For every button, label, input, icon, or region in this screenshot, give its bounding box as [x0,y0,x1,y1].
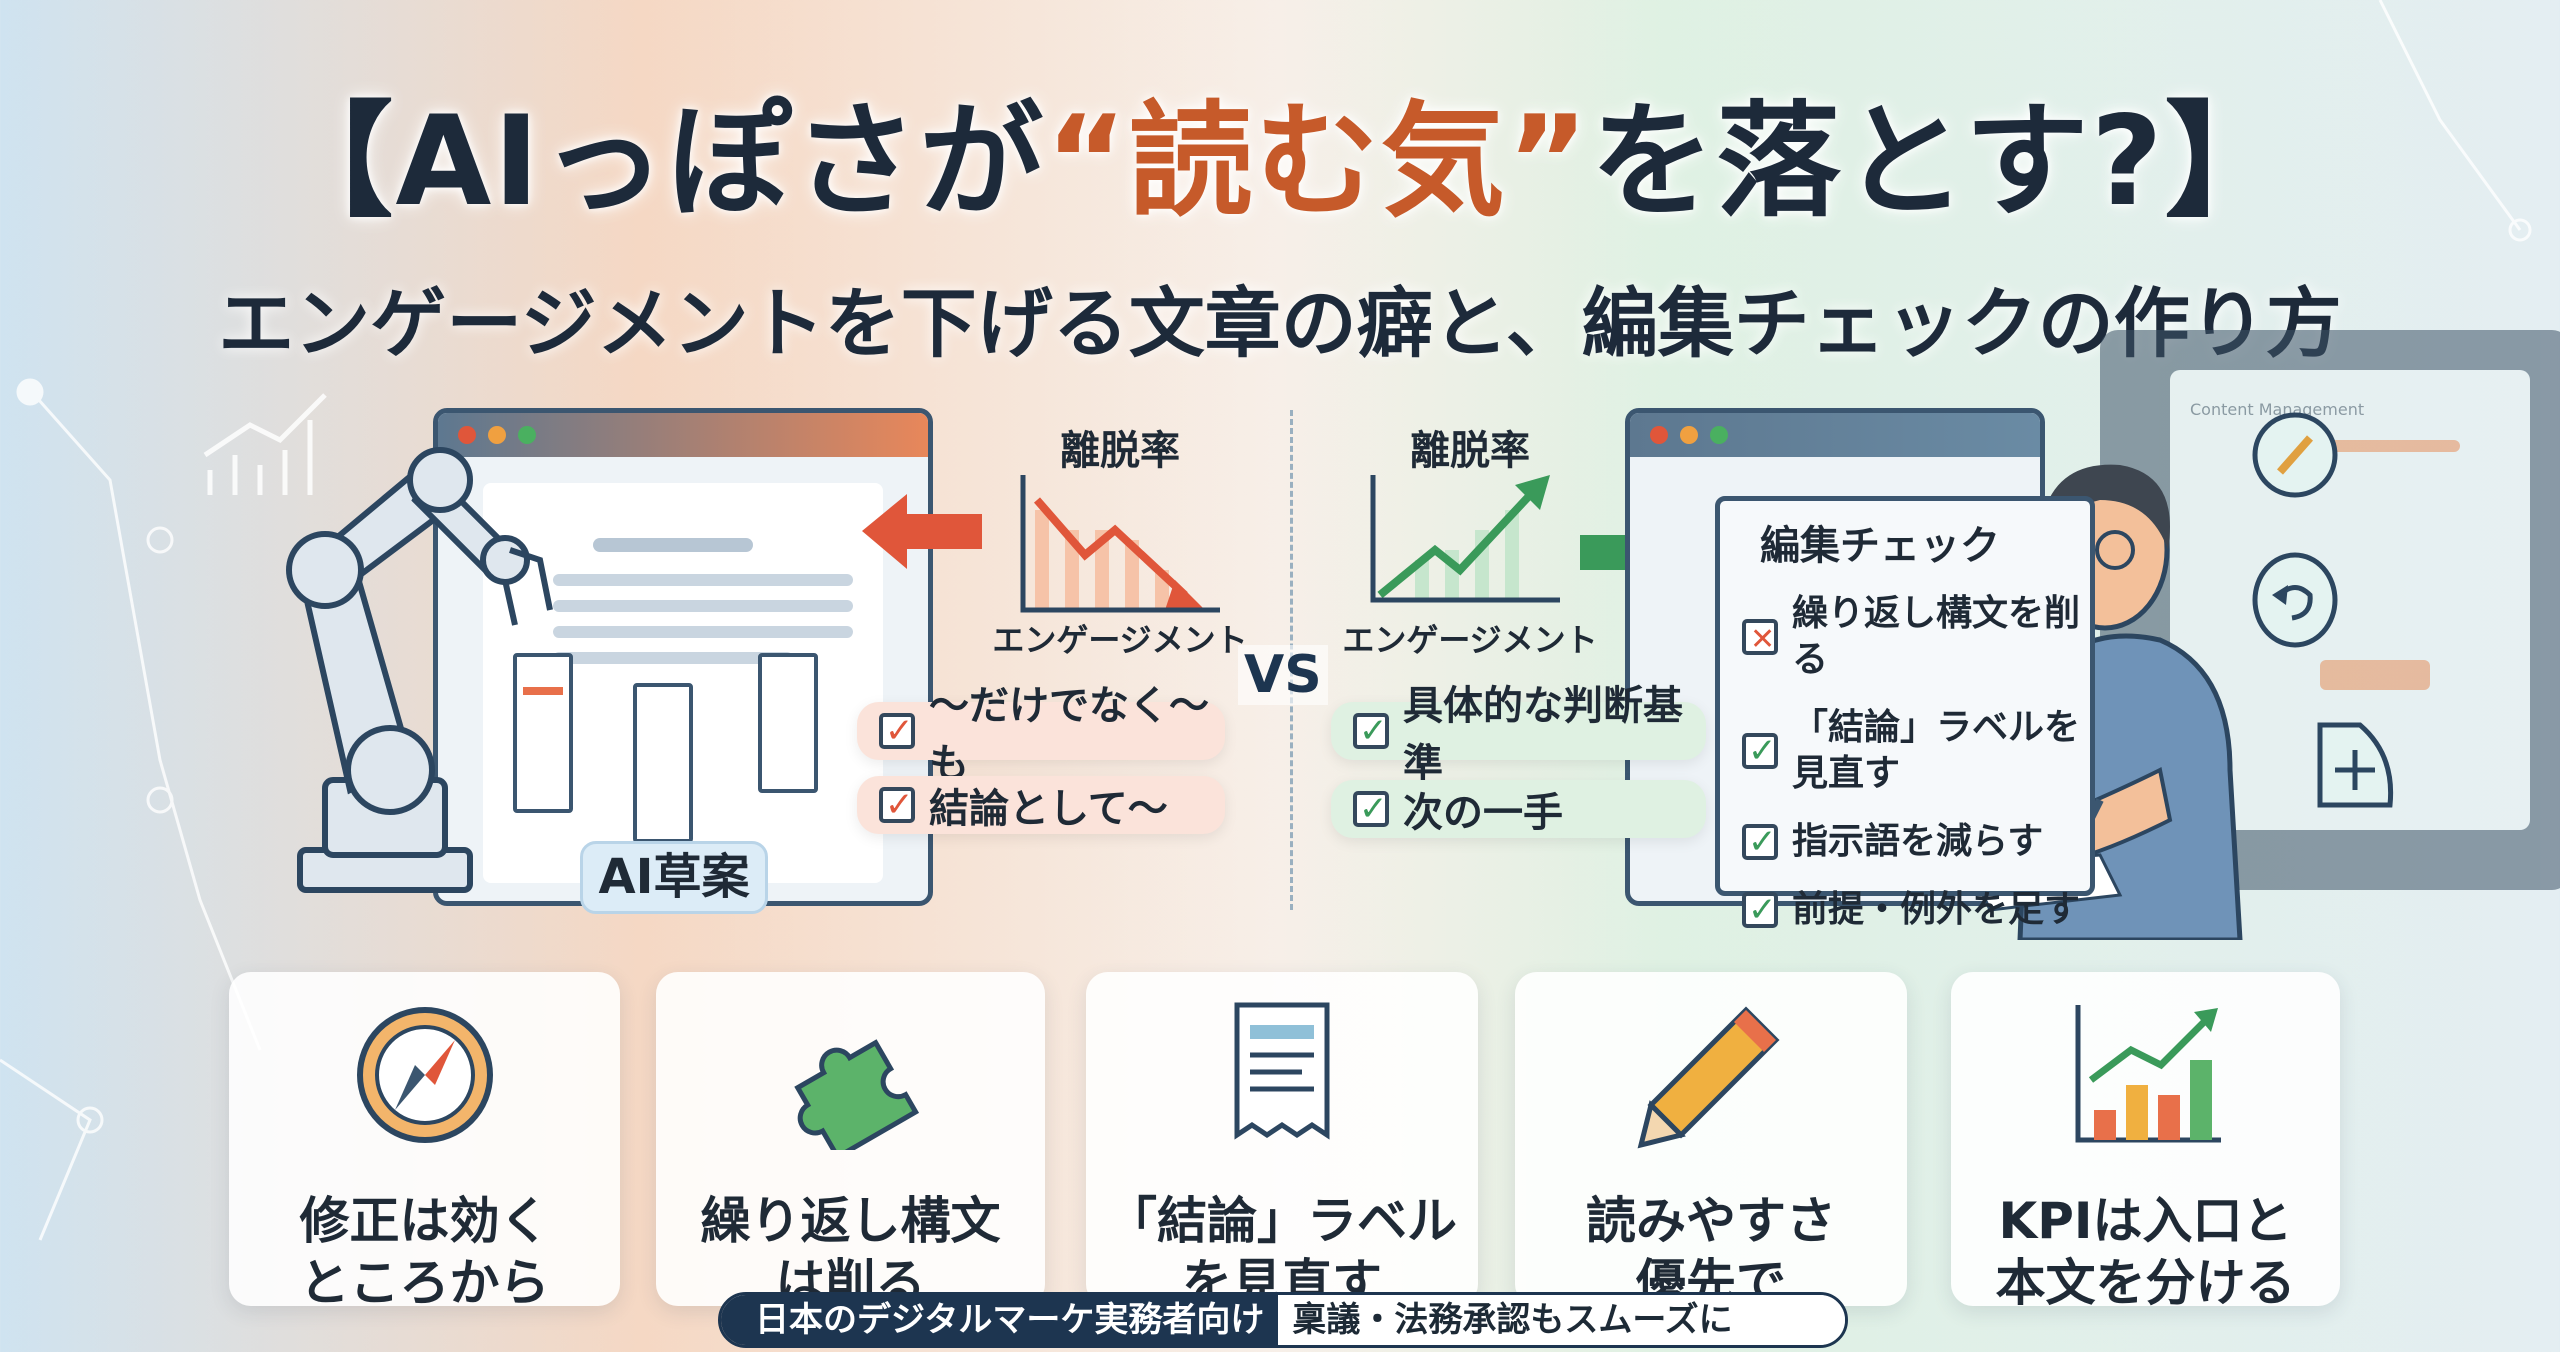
checkbox-checked-icon: ✓ [1742,731,1778,771]
banner-audience: 日本のデジタルマーケ実務者向け [721,1295,1279,1345]
edit-check-item: ✓ 前提・例外を足す [1742,887,2090,933]
tip-card-1-line1: 修正は効く [299,1192,550,1250]
tip-card-5-line1: KPIは入口と [1998,1192,2293,1250]
red-left-arrow-icon [862,494,982,569]
close-dot-icon [1650,426,1668,444]
checkbox-checked-icon: ✓ [879,785,915,825]
tip-card-5-line2: 本文を分ける [1995,1254,2296,1312]
draft-page-3 [758,653,818,793]
right-pill-1-label: 具体的な判断基準 [1403,683,1683,787]
edit-check-item: ✓ 指示語を減らす [1742,819,2090,865]
checkbox-checked-icon: ✓ [879,711,915,751]
edit-check-label: 「結論」ラベルを見直す [1792,707,2081,794]
right-pill-1: ✓ 具体的な判断基準 [1331,683,1706,787]
left-declining-chart [1020,475,1220,613]
checkbox-checked-icon: ✓ [1742,822,1778,862]
checkbox-cross-icon: ✕ [1742,619,1778,657]
add-bubble-icon [2317,722,2394,808]
checkbox-checked-icon: ✓ [1742,890,1778,930]
ai-draft-label: AI草案 [580,841,768,914]
tip-card-5: KPIは入口と本文を分ける [1951,972,2340,1312]
vs-label: VS [1238,645,1328,705]
checkbox-checked-icon: ✓ [1353,711,1389,751]
title-prefix: 【AIっぽさが [269,90,1046,234]
edit-check-item: ✕ 繰り返し構文を削る [1742,591,2090,683]
audience-banner: 日本のデジタルマーケ実務者向け 稟議・法務承認もスムーズに [718,1292,1848,1348]
puzzle-icon [793,1039,919,1150]
edit-check-card: 編集チェック ✕繰り返し構文を削る ✓「結論」ラベルを見直す ✓指示語を減らす … [1715,496,2095,930]
robot-arm-illustration [286,447,553,893]
right-pill-2: ✓ 次の一手 [1331,780,1706,838]
close-dot-icon [458,426,476,444]
right-rising-chart [1370,475,1560,603]
left-chart-title: 離脱率 [1060,428,1180,474]
tip-card-3-line1: 「結論」ラベル [1107,1192,1457,1250]
tip-card-2: 繰り返し構文は削る [656,972,1045,1312]
tip-card-1: 修正は効くところから [229,972,620,1312]
left-pill-1-label: 〜だけでなく〜も [929,683,1209,787]
main-title: 【AIっぽさが“読む気”を落とす?】 [0,60,2560,240]
edit-check-heading: 編集チェック [1760,523,2000,569]
compass-icon [356,1007,493,1143]
tip-card-3: 「結論」ラベルを見直す [1086,972,1478,1312]
maximize-dot-icon [518,426,536,444]
edit-check-label: 指示語を減らす [1792,821,2044,862]
edit-check-label: 繰り返し構文を削る [1792,593,2081,680]
edit-pencil-bubble-icon [2252,412,2338,498]
checkbox-checked-icon: ✓ [1353,789,1389,829]
minimize-dot-icon [488,426,506,444]
undo-bubble-icon [2252,552,2338,648]
tip-card-4-line1: 読みやすさ [1586,1192,1836,1250]
title-highlight: “読む気” [1045,90,1591,234]
document-icon [1234,1002,1330,1140]
edit-check-item: ✓ 「結論」ラベルを見直す [1742,705,2090,797]
right-pill-2-label: 次の一手 [1403,790,1563,836]
subtitle: エンゲージメントを下げる文章の癖と、編集チェックの作り方 [218,279,2342,368]
right-chart-xlabel: エンゲージメント [1342,621,1598,659]
left-chart-xlabel: エンゲージメント [992,621,1248,659]
edit-check-label: 前提・例外を足す [1792,889,2081,930]
banner-benefit: 稟議・法務承認もスムーズに [1278,1295,1845,1345]
draft-page-1 [513,653,573,813]
monitor-text: Content Management [2190,400,2365,419]
tip-card-4: 読みやすさ優先で [1515,972,1907,1312]
left-pill-2: ✓ 結論として〜 [857,776,1225,834]
left-pill-2-label: 結論として〜 [929,786,1168,832]
tip-card-1-line2: ところから [299,1254,550,1312]
left-pill-1: ✓ 〜だけでなく〜も [857,683,1225,787]
right-chart-title: 離脱率 [1410,428,1530,474]
ai-draft-window [433,408,933,906]
maximize-dot-icon [1710,426,1728,444]
growth-chart-icon [2075,1005,2221,1143]
pencil-icon [1637,1006,1780,1149]
title-suffix: を落とす?】 [1590,90,2291,234]
minimize-dot-icon [1680,426,1698,444]
tip-card-2-line1: 繰り返し構文 [700,1192,1001,1250]
